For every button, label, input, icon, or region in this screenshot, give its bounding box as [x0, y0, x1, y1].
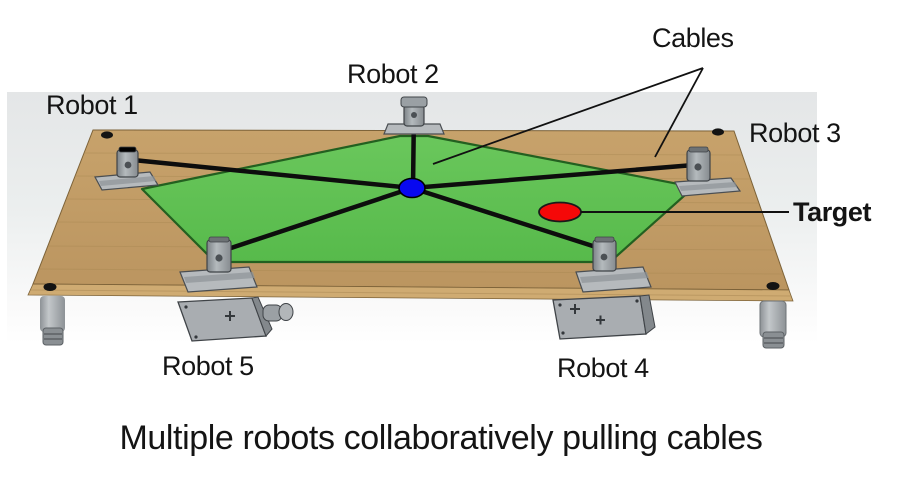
- corner-screws: [43, 128, 780, 291]
- robot-5-motor-box: [177, 296, 294, 342]
- cable-robot-3: [409, 162, 697, 191]
- motor-knob: [262, 303, 294, 322]
- cables-leader-line-right: [654, 67, 704, 158]
- table-leg-left: [40, 296, 65, 346]
- center-point-marker: [398, 177, 426, 199]
- cable-robot-4: [409, 185, 602, 251]
- label-robot-1: Robot 1: [46, 90, 138, 120]
- label-robot-4: Robot 4: [557, 353, 649, 383]
- robot-4-winch: [575, 236, 652, 293]
- cables: [130, 105, 697, 252]
- label-robot-3: Robot 3: [749, 118, 841, 148]
- robot-1-winch: [94, 146, 160, 191]
- robot-3-winch: [674, 146, 742, 197]
- label-target: Target: [793, 197, 872, 227]
- cable-robot-1: [130, 157, 415, 191]
- robot-5-winch: [179, 236, 258, 293]
- label-robot-5: Robot 5: [162, 351, 254, 381]
- label-cables: Cables: [652, 23, 734, 53]
- cables-leader-line-left: [432, 67, 704, 165]
- label-robot-2: Robot 2: [347, 59, 439, 89]
- annotation-lines: [432, 67, 789, 213]
- cable-robot-5: [225, 185, 415, 252]
- robot-4-motor-box: [552, 294, 656, 340]
- figure-caption: Multiple robots collaboratively pulling …: [119, 419, 763, 457]
- robot-2-winch: [383, 96, 445, 135]
- table-leg-right: [759, 300, 787, 349]
- target-marker: [538, 201, 582, 223]
